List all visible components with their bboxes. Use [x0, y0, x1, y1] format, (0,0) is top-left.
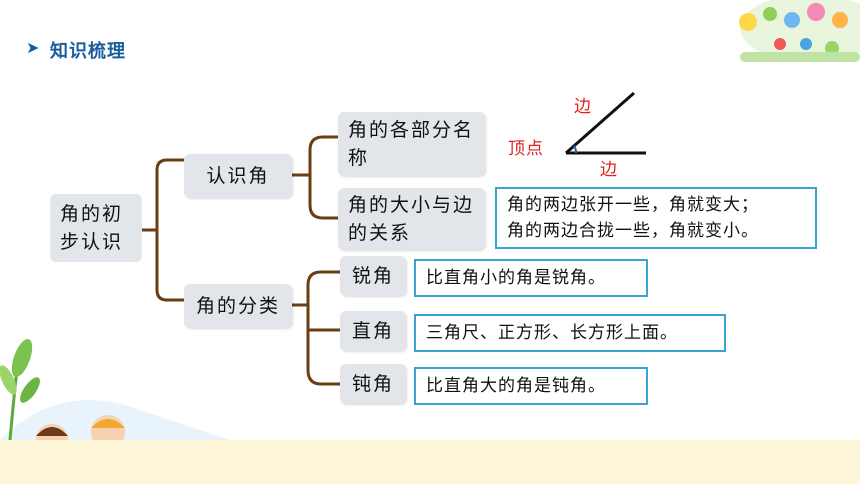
numbers-corner-decoration	[739, 0, 860, 62]
chevron-right-icon: ➤	[26, 38, 40, 57]
leaf-node-size: 角的大小与边的关系	[338, 188, 485, 250]
bottom-band	[0, 440, 860, 484]
root-node: 角的初步认识	[50, 194, 142, 262]
leaf-node-acute-label: 锐角	[351, 265, 394, 287]
desc-right: 三角尺、正方形、长方形上面。	[414, 314, 726, 352]
angle-ray-upper	[565, 91, 635, 155]
desc-acute-text: 比直角小的角是锐角。	[426, 268, 606, 288]
leaf-node-right-label: 直角	[351, 320, 394, 342]
leaf-node-obtuse: 钝角	[340, 364, 406, 404]
desc-obtuse: 比直角大的角是钝角。	[414, 367, 648, 405]
desc-size-relation: 角的两边张开一些，角就变大； 角的两边合拢一些，角就变小。	[495, 187, 817, 249]
desc-obtuse-text: 比直角大的角是钝角。	[426, 376, 606, 396]
branch-node-classify: 角的分类	[184, 284, 292, 328]
connector-root	[141, 158, 184, 302]
angle-arc	[573, 145, 578, 154]
branch-node-recognize: 认识角	[184, 154, 292, 198]
angle-vertex-label: 顶点	[508, 139, 544, 159]
page-title: 知识梳理	[50, 41, 126, 62]
angle-side-label-bottom: 边	[600, 160, 618, 180]
desc-size-relation-line1: 角的两边张开一些，角就变大；	[507, 195, 759, 215]
branch-node-recognize-label: 认识角	[206, 165, 270, 187]
leaf-node-right: 直角	[340, 311, 406, 351]
leaf-node-parts: 角的各部分名称	[338, 112, 485, 176]
desc-right-text: 三角尺、正方形、长方形上面。	[426, 323, 678, 343]
connector-branch2	[292, 270, 340, 386]
desc-size-relation-line2: 角的两边合拢一些，角就变小。	[507, 221, 759, 241]
leaf-node-acute: 锐角	[340, 256, 406, 296]
leaf-node-obtuse-label: 钝角	[351, 373, 394, 395]
desc-acute: 比直角小的角是锐角。	[414, 259, 648, 297]
leaf-node-parts-label: 角的各部分名称	[348, 119, 475, 169]
angle-side-label-top: 边	[574, 97, 592, 117]
leaf-node-size-label: 角的大小与边的关系	[348, 194, 475, 244]
root-node-label: 角的初步认识	[60, 203, 124, 253]
connector-branch1	[292, 135, 338, 220]
branch-node-classify-label: 角的分类	[195, 295, 280, 317]
